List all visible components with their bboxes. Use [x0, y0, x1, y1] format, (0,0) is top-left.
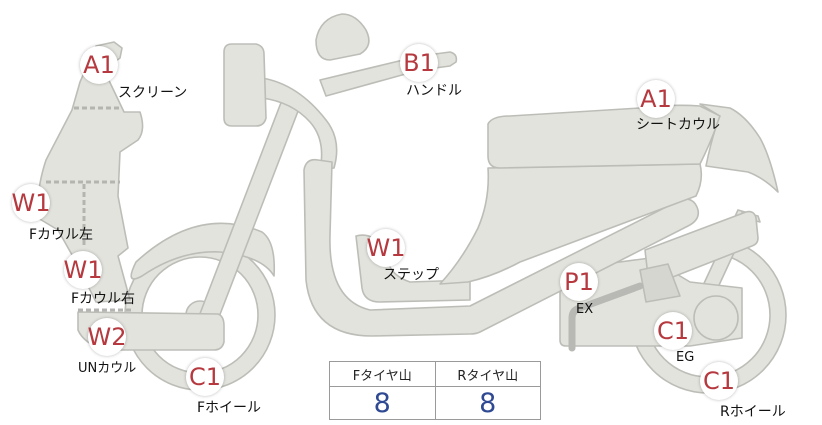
exhaust-pipe-shape: [568, 282, 644, 352]
under-cowl-damage-code[interactable]: W2: [88, 318, 127, 356]
engine-damage-code[interactable]: C1: [654, 312, 692, 350]
handle-label: ハンドル: [406, 83, 462, 99]
engine-block-shape: [559, 210, 759, 347]
exhaust-label: EX: [576, 302, 594, 317]
front-wheel-damage-code[interactable]: C1: [186, 358, 224, 396]
front-tire-tread-header: Fタイヤ山: [329, 361, 436, 387]
front-tire-tread-value: 8: [329, 386, 436, 420]
seat-cowl-damage-code[interactable]: A1: [637, 80, 675, 118]
rear-tire-tread-header: Rタイヤ山: [434, 361, 541, 387]
step-damage-code[interactable]: W1: [367, 229, 406, 267]
body-side-panel-shape: [439, 163, 703, 285]
exhaust-damage-code[interactable]: P1: [560, 263, 598, 301]
headlight-shape: [223, 43, 267, 127]
rear-tire-tread-value: 8: [434, 386, 541, 420]
seat-cowl-label: シートカウル: [636, 117, 720, 133]
step-label: ステップ: [383, 267, 439, 283]
under-cowl-label: UNカウル: [78, 361, 137, 376]
cowl-division-lines: [46, 106, 132, 312]
screen-label: スクリーン: [118, 85, 188, 101]
engine-label: EG: [676, 350, 695, 365]
f-cowl-right-label: Fカウル右: [71, 291, 136, 307]
handle-damage-code[interactable]: B1: [400, 44, 438, 82]
rear-wheel-label: Rホイール: [720, 404, 786, 420]
screen-damage-code[interactable]: A1: [80, 46, 118, 84]
seat-cowl-shape: [699, 103, 779, 193]
f-cowl-right-damage-code[interactable]: W1: [64, 251, 103, 289]
rear-wheel-damage-code[interactable]: C1: [700, 362, 738, 400]
f-cowl-left-damage-code[interactable]: W1: [12, 184, 51, 222]
f-cowl-left-label: Fカウル左: [29, 227, 94, 243]
mirror-shape: [315, 13, 370, 61]
frame-underbone-shape: [303, 158, 700, 337]
tire-tread-table: Fタイヤ山 Rタイヤ山 8 8: [329, 361, 541, 420]
front-wheel-label: Fホイール: [197, 400, 262, 416]
